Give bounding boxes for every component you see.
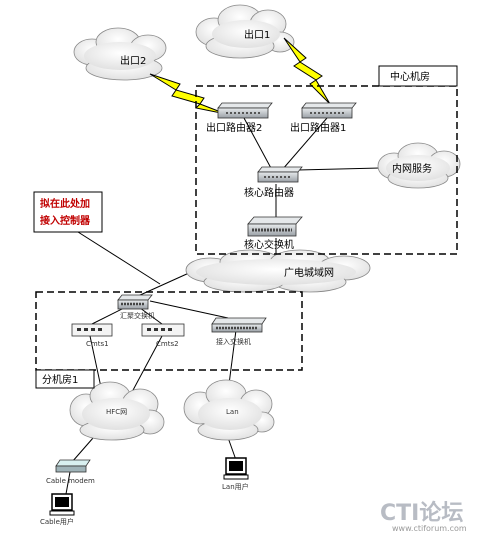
core-switch-device — [247, 216, 303, 237]
cable-user-pc-icon — [49, 493, 75, 516]
link-agg-access — [149, 300, 229, 319]
link-cmts1-hfc — [89, 335, 103, 393]
core-router-label: 核心路由器 — [244, 186, 294, 199]
link-core-intranet — [297, 167, 381, 171]
lan-network-label: Lan — [226, 408, 239, 416]
branch-room-box — [35, 291, 303, 371]
center-room-title-box — [378, 65, 458, 87]
branch-room-title: 分机房1 — [42, 373, 78, 386]
annotation-pointer — [77, 231, 161, 285]
internet-cloud-exit1 — [195, 4, 295, 59]
lan-user-pc-icon — [223, 457, 249, 480]
cable-modem-label: Cable modem — [46, 477, 95, 485]
link-router2-core — [243, 117, 273, 171]
ctiforum-watermark: CTI论坛 www.ctiforum.com — [380, 500, 467, 533]
hfc-cloud — [69, 381, 165, 441]
exit2-label: 出口2 — [120, 54, 146, 67]
annotation-box — [33, 191, 103, 233]
annotation-line-1: 拟在此处加 — [40, 197, 90, 210]
exit-router-2-label: 出口路由器2 — [206, 121, 262, 134]
core-router-device — [257, 166, 303, 183]
intranet-cloud — [377, 142, 461, 189]
cmts2-device — [141, 323, 185, 337]
watermark-brand: CTI论坛 — [380, 500, 463, 526]
lightning-bolt-exit2 — [149, 73, 227, 115]
cable-user-label: Cable用户 — [40, 517, 74, 526]
exit-router-1-device — [301, 102, 357, 119]
aggregation-switch-label: 汇聚交换机 — [120, 311, 155, 320]
link-router1-core — [281, 117, 328, 171]
metro-network-label: 广电城域网 — [284, 266, 334, 279]
watermark-url: www.ctiforum.com — [392, 524, 467, 533]
aggregation-switch-device — [117, 294, 153, 310]
exit-router-2-device — [217, 102, 273, 119]
annotation-line-2: 接入控制器 — [40, 214, 91, 227]
cable-modem-device — [55, 459, 91, 473]
cmts1-device — [71, 323, 113, 337]
core-switch-label: 核心交换机 — [244, 238, 294, 251]
internet-cloud-exit2 — [73, 27, 167, 81]
center-room-title: 中心机房 — [390, 70, 430, 83]
access-switch-label: 接入交换机 — [216, 337, 251, 346]
lightning-bolt-exit1 — [283, 37, 331, 105]
branch-room-title-box — [35, 369, 95, 389]
metro-network-cloud — [185, 249, 371, 293]
lan-user-label: Lan用户 — [222, 482, 249, 491]
link-modem-pc — [65, 471, 71, 495]
cmts1-label: Cmts1 — [86, 340, 109, 348]
cmts2-label: Cmts2 — [156, 340, 179, 348]
center-room-box — [195, 85, 458, 255]
link-cmts2-hfc — [131, 335, 163, 393]
hfc-network-label: HFC网 — [106, 408, 127, 416]
intranet-label: 内网服务 — [392, 162, 432, 175]
lan-cloud — [183, 379, 275, 441]
exit1-label: 出口1 — [244, 28, 270, 41]
access-switch-device — [211, 317, 267, 333]
exit-router-1-label: 出口路由器1 — [290, 121, 346, 134]
